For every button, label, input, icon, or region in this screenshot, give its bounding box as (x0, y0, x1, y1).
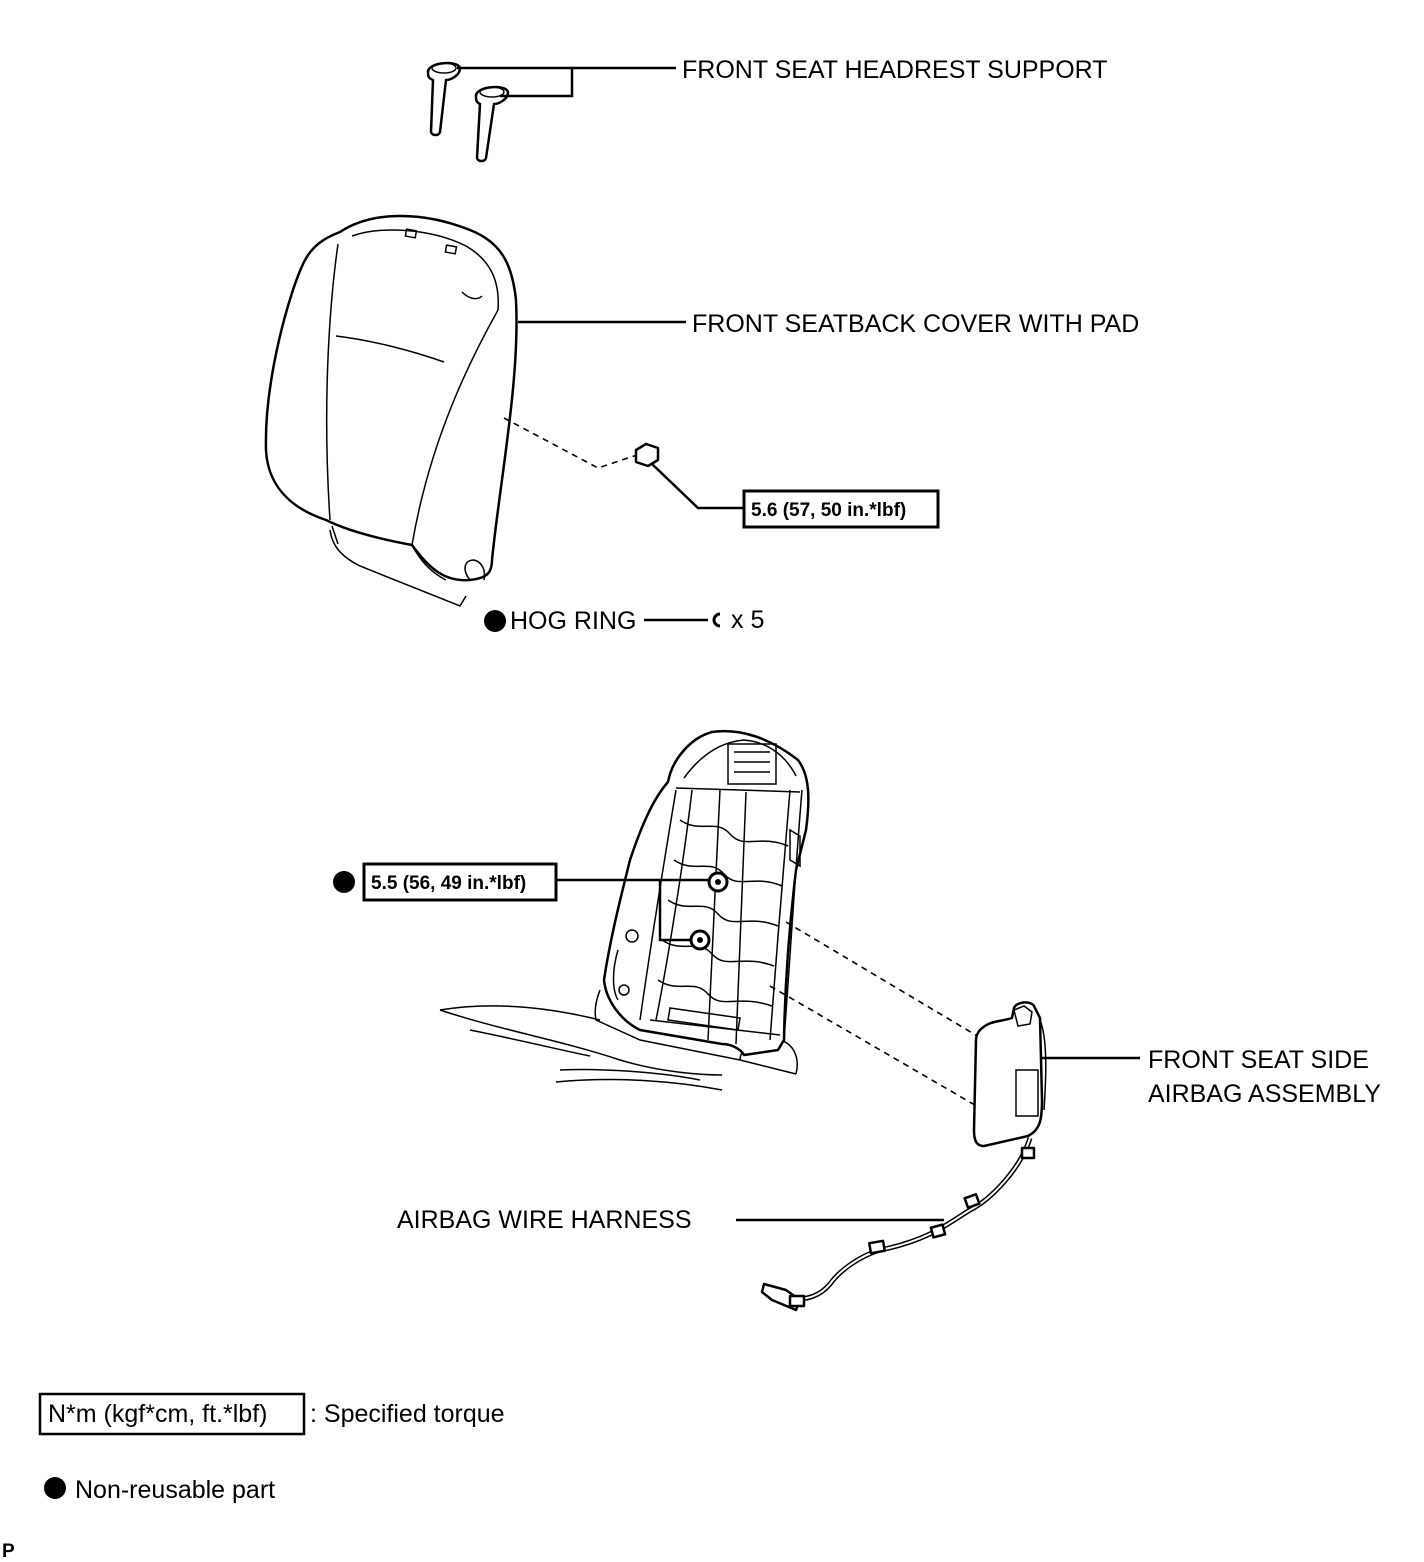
airbag-dashed-line-lower (769, 985, 981, 1109)
hog-ring-label: HOG RING (510, 607, 636, 635)
nut-part (634, 442, 660, 468)
airbag-nut-torque-box (362, 862, 558, 902)
airbag-nut-torque-value: 5.5 (56, 49 in.*lbf) (371, 873, 526, 894)
hog-ring-icon (712, 612, 721, 628)
nut-torque-leader (651, 463, 744, 510)
headrest-support-parts (426, 61, 510, 163)
legend-torque-units: N*m (kgf*cm, ft.*lbf) (48, 1400, 267, 1428)
wire-harness-label: AIRBAG WIRE HARNESS (397, 1206, 692, 1234)
airbag-nut-torque-leader-2 (658, 880, 690, 942)
legend-nonreusable-dot-icon (44, 1477, 66, 1499)
airbag-dashed-line-upper (785, 921, 985, 1041)
headrest-support-leader (457, 66, 574, 98)
airbag-assembly-label-line1: FRONT SEAT SIDE (1148, 1046, 1369, 1074)
nut-torque-box (742, 489, 940, 529)
legend-nonreusable-label: Non-reusable part (75, 1476, 275, 1504)
airbag-assembly-label-line2: AIRBAG ASSEMBLY (1148, 1080, 1381, 1108)
legend-torque-box (38, 1392, 306, 1436)
seatback-cover-part (264, 214, 518, 607)
legend-torque-description: : Specified torque (310, 1400, 505, 1428)
airbag-nut-lower-center (697, 937, 703, 943)
airbag-nut-upper-center (715, 879, 721, 885)
hog-ring-quantity: x 5 (731, 606, 764, 634)
airbag-wire-harness-part (760, 1137, 1036, 1312)
airbag-nut-nonreusable-dot-icon (333, 871, 355, 893)
footer-code: P (2, 1541, 15, 1562)
nonreusable-dot-icon (484, 610, 506, 632)
airbag-assembly-part (972, 1001, 1047, 1148)
nut-dashed-line (503, 417, 641, 469)
nut-torque-value: 5.6 (57, 50 in.*lbf) (751, 500, 906, 521)
seatback-cover-label: FRONT SEATBACK COVER WITH PAD (692, 310, 1139, 338)
seat-frame-part (439, 729, 810, 1091)
headrest-support-label: FRONT SEAT HEADREST SUPPORT (682, 56, 1108, 84)
